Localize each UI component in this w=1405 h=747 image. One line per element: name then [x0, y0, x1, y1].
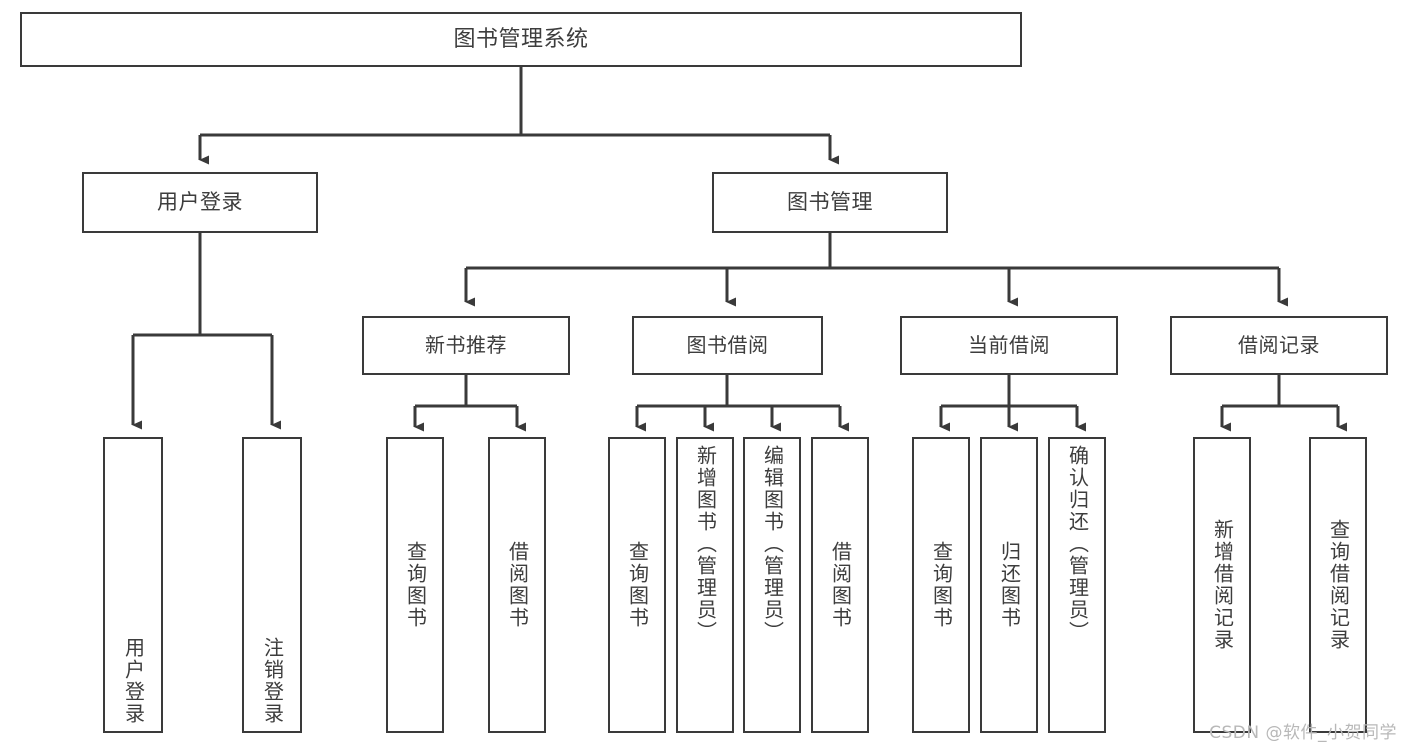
- node-user-login[interactable]: 用户登录: [82, 172, 318, 233]
- node-leaf-add-borrow-record[interactable]: 新增借阅记录: [1193, 437, 1251, 733]
- node-leaf-edit-book-admin[interactable]: 编辑图书（管理员）: [743, 437, 801, 733]
- node-label: 借阅记录: [1238, 333, 1320, 357]
- node-borrow-record[interactable]: 借阅记录: [1170, 316, 1388, 375]
- node-current-borrow[interactable]: 当前借阅: [900, 316, 1118, 375]
- node-label: 编辑图书（管理员）: [760, 445, 785, 643]
- node-leaf-query-book-recommend[interactable]: 查询图书: [386, 437, 444, 733]
- node-label: 用户登录: [121, 637, 146, 725]
- node-leaf-query-book-borrow[interactable]: 查询图书: [608, 437, 666, 733]
- node-book-borrow[interactable]: 图书借阅: [632, 316, 823, 375]
- node-leaf-user-logout[interactable]: 注销登录: [242, 437, 302, 733]
- node-leaf-borrow-book-recommend[interactable]: 借阅图书: [488, 437, 546, 733]
- node-label: 图书管理系统: [453, 26, 589, 52]
- node-label: 归还图书: [997, 541, 1022, 629]
- node-label: 查询图书: [929, 541, 954, 629]
- node-leaf-query-book-current[interactable]: 查询图书: [912, 437, 970, 733]
- node-leaf-return-book[interactable]: 归还图书: [980, 437, 1038, 733]
- node-label: 确认归还（管理员）: [1065, 445, 1090, 643]
- node-label: 新增图书（管理员）: [693, 445, 718, 643]
- node-label: 借阅图书: [505, 541, 530, 629]
- node-label: 用户登录: [157, 190, 243, 215]
- node-leaf-user-login[interactable]: 用户登录: [103, 437, 163, 733]
- node-label: 注销登录: [260, 637, 285, 725]
- node-label: 当前借阅: [968, 333, 1050, 357]
- node-label: 查询图书: [625, 541, 650, 629]
- node-new-book-recommend[interactable]: 新书推荐: [362, 316, 570, 375]
- node-label: 查询图书: [403, 541, 428, 629]
- node-root-book-management-system[interactable]: 图书管理系统: [20, 12, 1022, 67]
- node-label: 新增借阅记录: [1210, 519, 1235, 651]
- node-book-management[interactable]: 图书管理: [712, 172, 948, 233]
- node-leaf-confirm-return-admin[interactable]: 确认归还（管理员）: [1048, 437, 1106, 733]
- csdn-watermark: CSDN @软件_小贺同学: [1209, 723, 1397, 743]
- node-label: 借阅图书: [828, 541, 853, 629]
- node-label: 图书管理: [787, 190, 873, 215]
- node-leaf-query-borrow-record[interactable]: 查询借阅记录: [1309, 437, 1367, 733]
- node-leaf-borrow-book[interactable]: 借阅图书: [811, 437, 869, 733]
- node-label: 查询借阅记录: [1326, 519, 1351, 651]
- node-label: 新书推荐: [425, 333, 507, 357]
- node-label: 图书借阅: [686, 333, 769, 357]
- node-leaf-add-book-admin[interactable]: 新增图书（管理员）: [676, 437, 734, 733]
